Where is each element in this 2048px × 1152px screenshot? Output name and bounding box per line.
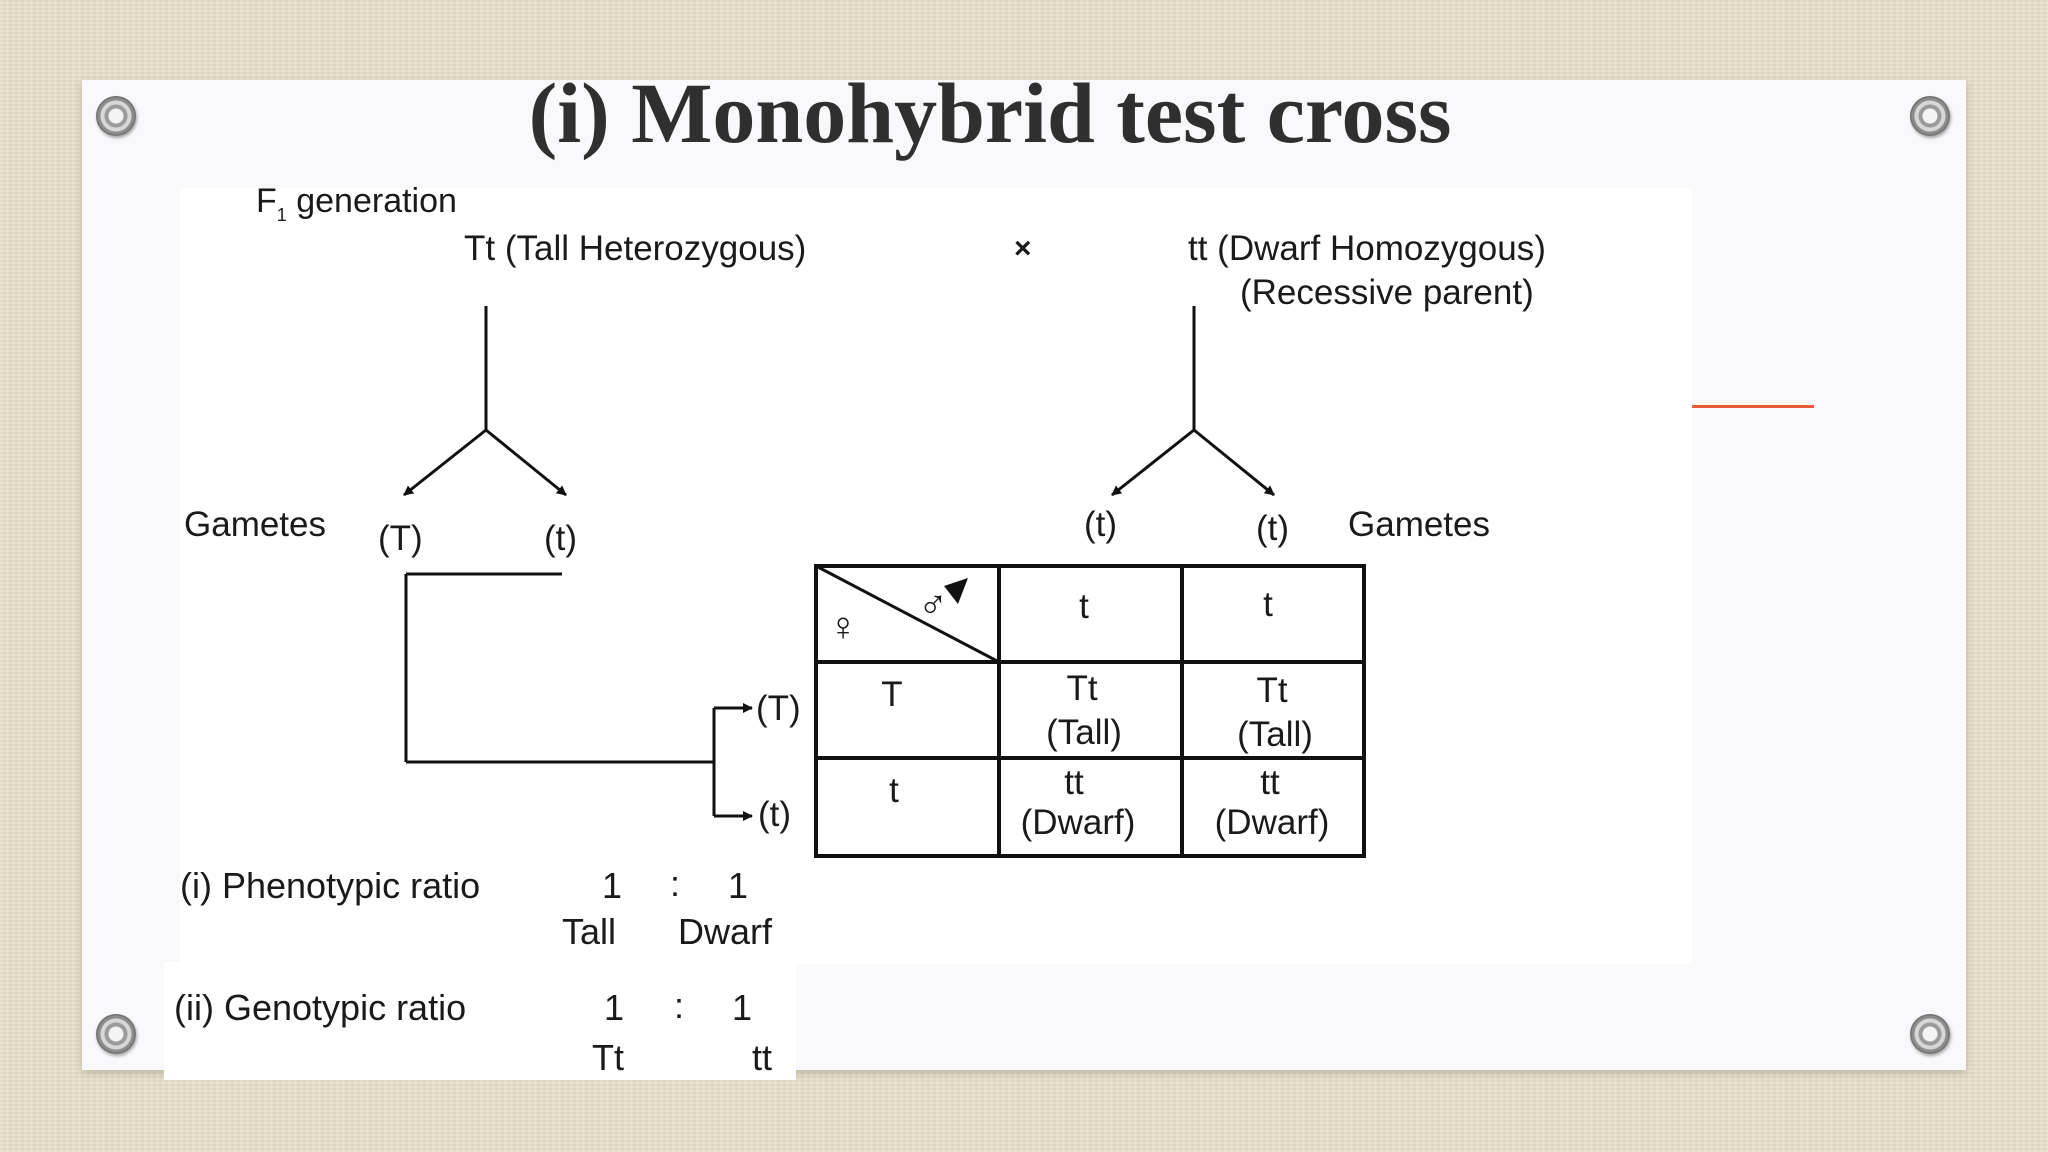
row-header-1: T (881, 675, 902, 714)
cell-1-2-genotype: Tt (1256, 671, 1287, 710)
male-arrow-mark (944, 578, 968, 604)
col-header-2: t (1263, 585, 1273, 624)
genotypic-ratio-a-label: Tt (592, 1037, 624, 1078)
genotypic-ratio-b: 1 (732, 987, 752, 1028)
gamete-left-T: (T) (378, 519, 423, 558)
cross-symbol: × (1014, 232, 1032, 265)
gamete-right-t-1: (t) (1084, 505, 1117, 544)
col-header-1: t (1079, 587, 1089, 626)
cell-1-1-phenotype: (Tall) (1046, 713, 1122, 752)
male-symbol: ♂ (918, 583, 948, 627)
figure-background (180, 188, 1692, 964)
rivet-top-left (96, 96, 136, 136)
cell-1-1-genotype: Tt (1066, 669, 1097, 708)
genotypic-ratio-a: 1 (604, 987, 624, 1028)
right-branch-lines (1111, 306, 1275, 497)
gamete-left-t: (t) (544, 519, 577, 558)
genotypic-ratio-b-label: tt (752, 1037, 772, 1078)
genotypic-ratio-sep: : (674, 985, 684, 1026)
rivet-bottom-right (1910, 1014, 1950, 1054)
f1-generation-label: F1 generation (256, 182, 457, 225)
figure-background-lower (164, 962, 796, 1080)
slide-title: (i) Monohybrid test cross (528, 65, 1452, 161)
genotypic-ratio-label: (ii) Genotypic ratio (174, 987, 466, 1028)
rivet-top-right (1910, 96, 1950, 136)
phenotypic-ratio-label: (i) Phenotypic ratio (180, 865, 480, 906)
cell-2-2-genotype: tt (1260, 763, 1280, 802)
gametes-label-right: Gametes (1348, 505, 1490, 544)
cell-2-1-phenotype: (Dwarf) (1021, 803, 1136, 842)
gametes-label-left: Gametes (184, 505, 326, 544)
cell-1-2-phenotype: (Tall) (1237, 715, 1313, 754)
parent1-genotype: Tt (Tall Heterozygous) (464, 229, 806, 268)
bracket-gamete-T: (T) (756, 689, 801, 728)
left-branch-lines (403, 306, 567, 497)
parent2-genotype: tt (Dwarf Homozygous) (1188, 229, 1546, 268)
rivet-bottom-left (96, 1014, 136, 1054)
gamete-bracket-connector (404, 572, 753, 821)
cell-2-1-genotype: tt (1064, 763, 1084, 802)
bracket-gamete-t: (t) (758, 795, 791, 834)
accent-line (1692, 405, 1814, 408)
cell-2-2-phenotype: (Dwarf) (1215, 803, 1330, 842)
phenotypic-ratio-b: 1 (728, 865, 748, 906)
phenotypic-ratio-sep: : (670, 863, 680, 904)
phenotypic-ratio-a: 1 (602, 865, 622, 906)
gamete-right-t-2: (t) (1256, 509, 1289, 548)
female-symbol: ♀ (828, 605, 858, 649)
punnett-grid (814, 564, 1366, 858)
row-header-2: t (889, 771, 899, 810)
parent2-note: (Recessive parent) (1240, 273, 1534, 312)
phenotypic-ratio-a-label: Tall (562, 911, 616, 952)
phenotypic-ratio-b-label: Dwarf (678, 911, 773, 952)
